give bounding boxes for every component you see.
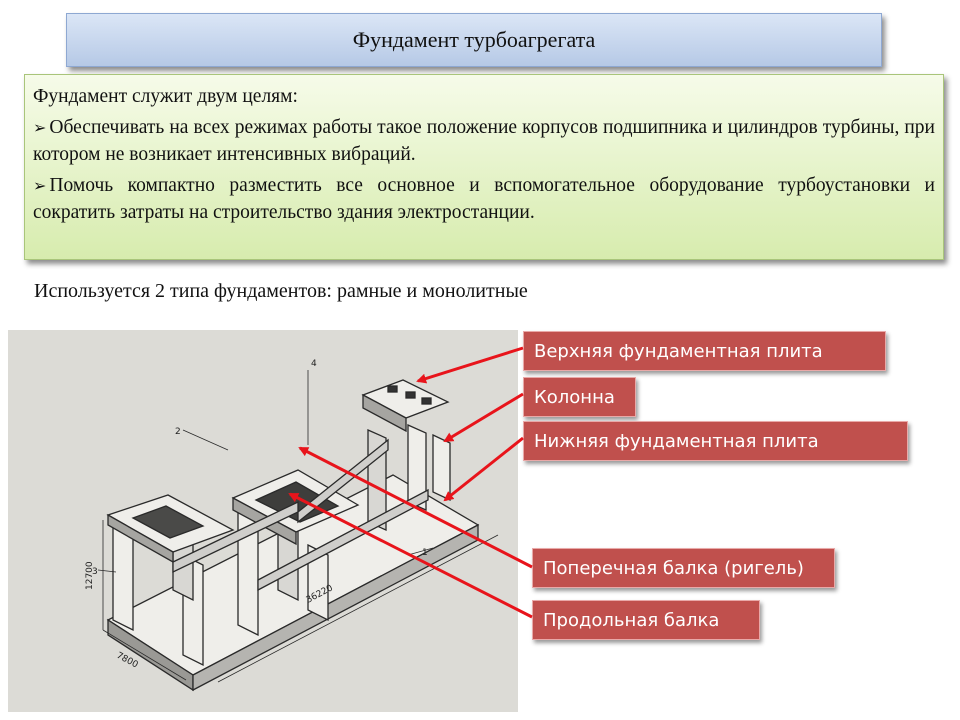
purpose-bullet-1: ➢Обеспечивать на всех режимах работы так… [33, 114, 935, 168]
arrow-upper-slab [416, 346, 524, 384]
arrow-longitudinal-beam [288, 492, 533, 619]
longitudinal-beam-3 [257, 488, 429, 592]
callout-4: 4 [311, 359, 317, 369]
arrow-bullet-icon: ➢ [33, 176, 47, 195]
leader-line-2 [182, 429, 229, 451]
label-cross-beam: Поперечная балка (ригель) [532, 548, 835, 588]
callout-1: 1 [422, 548, 428, 558]
longitudinal-beam-2 [297, 438, 389, 524]
upper-slab-right-edge [362, 393, 407, 433]
foundation-drawing: 36220 7800 12700 1 2 3 4 [8, 330, 518, 712]
width-dimension-line [102, 629, 187, 681]
slab-hole [405, 391, 416, 399]
label-upper-slab: Верхняя фундаментная плита [523, 331, 886, 371]
label-lower-slab: Нижняя фундаментная плита [523, 421, 908, 461]
arrow-cross-beam [298, 446, 533, 569]
purpose-intro: Фундамент служит двум целям: [33, 86, 298, 107]
slab-hole [421, 397, 432, 405]
foundation-isometric-sketch: 36220 7800 12700 1 2 3 4 [85, 359, 499, 692]
purpose-bullet-text: Помочь компактно разместить все основное… [33, 175, 935, 223]
label-longitudinal-beam: Продольная балка [532, 600, 760, 640]
column-right-1 [407, 423, 427, 512]
dimension-height-text: 12700 [85, 561, 95, 590]
callout-3: 3 [92, 567, 98, 577]
purpose-box: Фундамент служит двум целям: ➢Обеспечива… [24, 74, 944, 260]
purpose-bullet-2: ➢Помочь компактно разместить все основно… [33, 172, 935, 226]
label-column: Колонна [523, 377, 636, 417]
leader-line-3 [97, 569, 117, 573]
leader-line-1 [407, 547, 434, 556]
slab-hole [387, 385, 398, 393]
slide-title: Фундамент турбоагрегата [66, 13, 882, 67]
foundation-types-text: Используется 2 типа фундаментов: рамные … [34, 280, 528, 302]
length-dimension-line [217, 534, 499, 683]
arrow-lower-slab [443, 436, 524, 502]
callout-2: 2 [175, 427, 181, 437]
arrow-bullet-icon: ➢ [33, 118, 47, 137]
arrow-column [443, 392, 524, 443]
purpose-bullet-text: Обеспечивать на всех режимах работы тако… [33, 117, 935, 165]
upper-slab-left-opening [131, 505, 205, 539]
